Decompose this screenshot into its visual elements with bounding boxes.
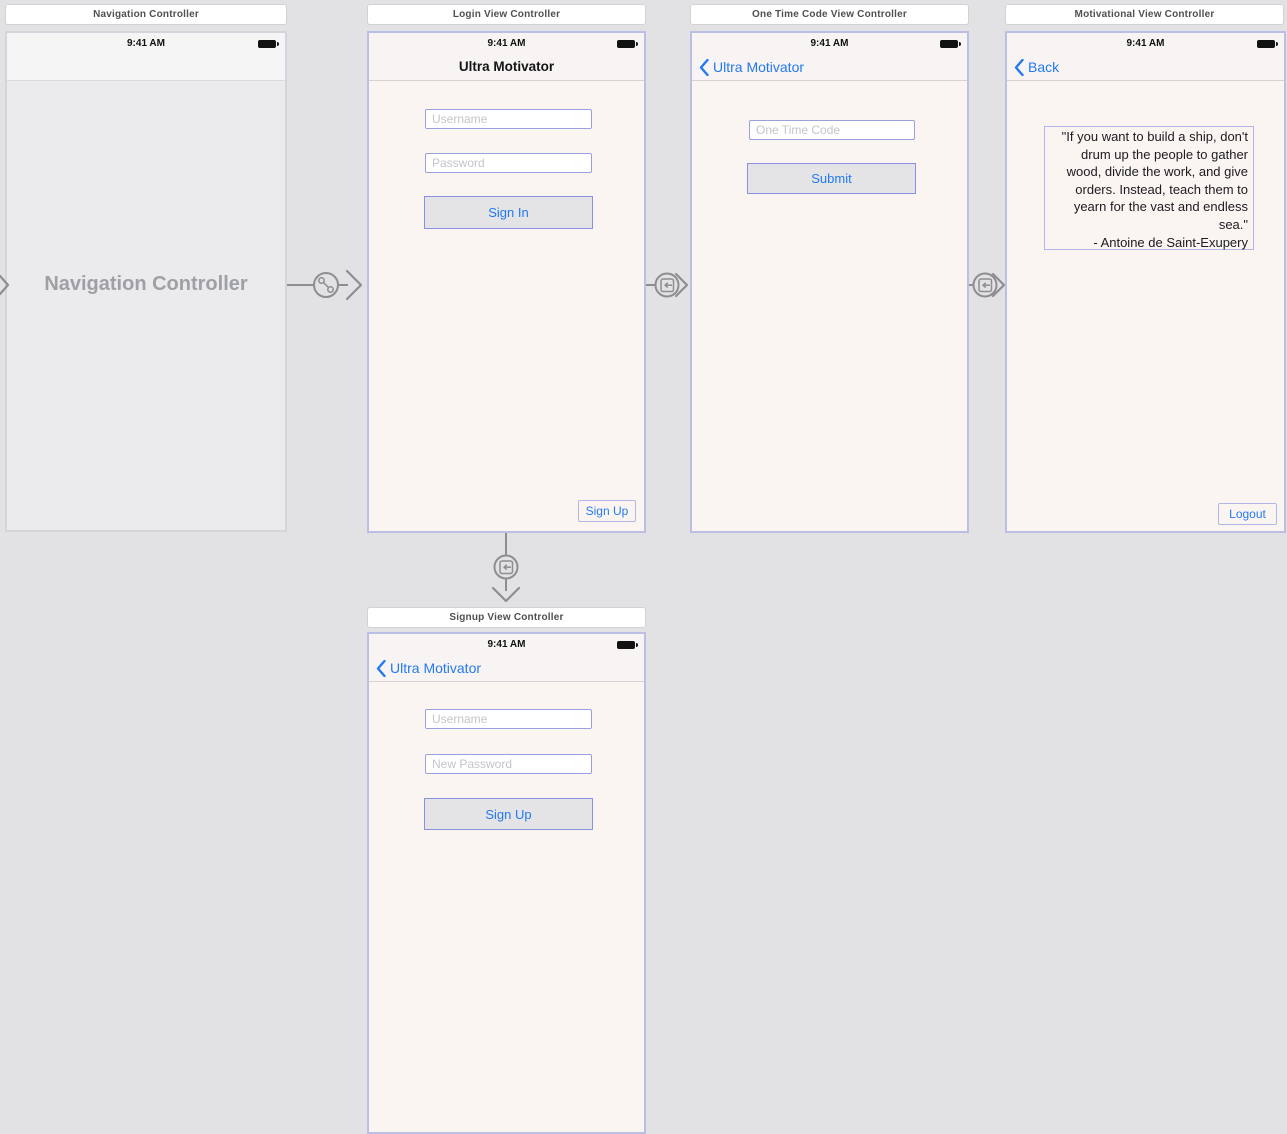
- motivational-quote-label[interactable]: "If you want to build a ship, don't drum…: [1044, 126, 1254, 250]
- login-view-controller-titlebar[interactable]: Login View Controller: [367, 4, 646, 25]
- back-chevron-icon: [376, 659, 386, 677]
- status-bar-time: 9:41 AM: [127, 38, 165, 49]
- submit-button-label: Submit: [811, 171, 852, 186]
- nav-bar-title: Ultra Motivator: [458, 59, 555, 74]
- initial-view-controller-arrow: [0, 274, 10, 296]
- status-bar-time: 9:41 AM: [810, 38, 849, 49]
- navigation-bar: 9:41 AM Ultra Motivator: [692, 33, 967, 81]
- back-button[interactable]: Back: [1014, 57, 1059, 77]
- username-input[interactable]: [425, 109, 592, 129]
- show-segue-login-to-one-time-code[interactable]: [646, 262, 690, 308]
- titlebar-label: Navigation Controller: [93, 9, 199, 20]
- show-segue-login-to-signup[interactable]: [486, 533, 526, 605]
- sign-in-button-label: Sign In: [488, 205, 529, 220]
- back-button-label: Ultra Motivator: [390, 660, 482, 676]
- navigation-controller-placeholder-label: Navigation Controller: [44, 273, 248, 295]
- signup-view-controller-scene[interactable]: 9:41 AM Ultra Motivator Sign Up: [367, 632, 646, 1134]
- one-time-code-input[interactable]: [749, 120, 915, 140]
- one-time-code-view-controller-scene[interactable]: 9:41 AM Ultra Motivator Submit: [690, 31, 969, 533]
- signup-button-label: Sign Up: [485, 806, 532, 822]
- navigation-bar: 9:41 AM Ultra Motivator: [369, 634, 644, 682]
- submit-button[interactable]: Submit: [747, 163, 916, 194]
- back-button-label: Ultra Motivator: [713, 59, 805, 75]
- status-bar-time: 9:41 AM: [487, 639, 526, 650]
- navigation-controller-scene[interactable]: 9:41 AM Navigation Controller: [5, 31, 287, 532]
- relationship-segue-root-view-controller[interactable]: [287, 262, 367, 308]
- show-segue-icon: [978, 278, 993, 293]
- battery-icon: [940, 40, 961, 48]
- back-button[interactable]: Ultra Motivator: [699, 57, 804, 77]
- signup-username-input[interactable]: [425, 709, 592, 729]
- login-view-controller-scene[interactable]: 9:41 AM Ultra Motivator Sign In Sign Up: [367, 31, 646, 533]
- battery-icon: [617, 641, 638, 649]
- signup-view-controller-titlebar[interactable]: Signup View Controller: [367, 607, 646, 628]
- password-input[interactable]: [425, 153, 592, 173]
- show-segue-icon: [660, 278, 675, 293]
- logout-button[interactable]: Logout: [1218, 503, 1277, 525]
- navigation-controller-titlebar[interactable]: Navigation Controller: [5, 4, 287, 25]
- sign-in-button[interactable]: Sign In: [424, 196, 593, 229]
- motivational-view-controller-scene[interactable]: 9:41 AM Back "If you want to build a shi…: [1005, 31, 1286, 533]
- show-segue-icon: [499, 560, 514, 575]
- titlebar-label: One Time Code View Controller: [752, 9, 907, 20]
- back-button-label: Back: [1028, 59, 1060, 75]
- signup-new-password-input[interactable]: [425, 754, 592, 774]
- battery-icon: [258, 40, 279, 48]
- back-button[interactable]: Ultra Motivator: [376, 658, 481, 678]
- battery-icon: [617, 40, 638, 48]
- battery-icon: [1257, 40, 1278, 48]
- sign-up-link-label: Sign Up: [585, 504, 629, 518]
- status-bar-time: 9:41 AM: [1126, 38, 1165, 49]
- back-chevron-icon: [699, 58, 709, 76]
- titlebar-label: Motivational View Controller: [1074, 9, 1215, 20]
- navigation-bar: 9:41 AM Ultra Motivator: [369, 33, 644, 81]
- titlebar-label: Login View Controller: [452, 9, 561, 20]
- one-time-code-view-controller-titlebar[interactable]: One Time Code View Controller: [690, 4, 969, 25]
- navigation-bar: 9:41 AM Back: [1007, 33, 1284, 81]
- signup-button[interactable]: Sign Up: [424, 798, 593, 830]
- status-bar-time: 9:41 AM: [487, 38, 526, 49]
- titlebar-label: Signup View Controller: [449, 612, 564, 623]
- relationship-link-icon: [318, 277, 334, 293]
- show-segue-one-time-code-to-motivational[interactable]: [969, 262, 1005, 308]
- back-chevron-icon: [1014, 58, 1024, 76]
- logout-button-label: Logout: [1229, 507, 1266, 521]
- sign-up-link-button[interactable]: Sign Up: [578, 500, 636, 522]
- motivational-view-controller-titlebar[interactable]: Motivational View Controller: [1005, 4, 1284, 25]
- navigation-bar: 9:41 AM: [7, 33, 285, 81]
